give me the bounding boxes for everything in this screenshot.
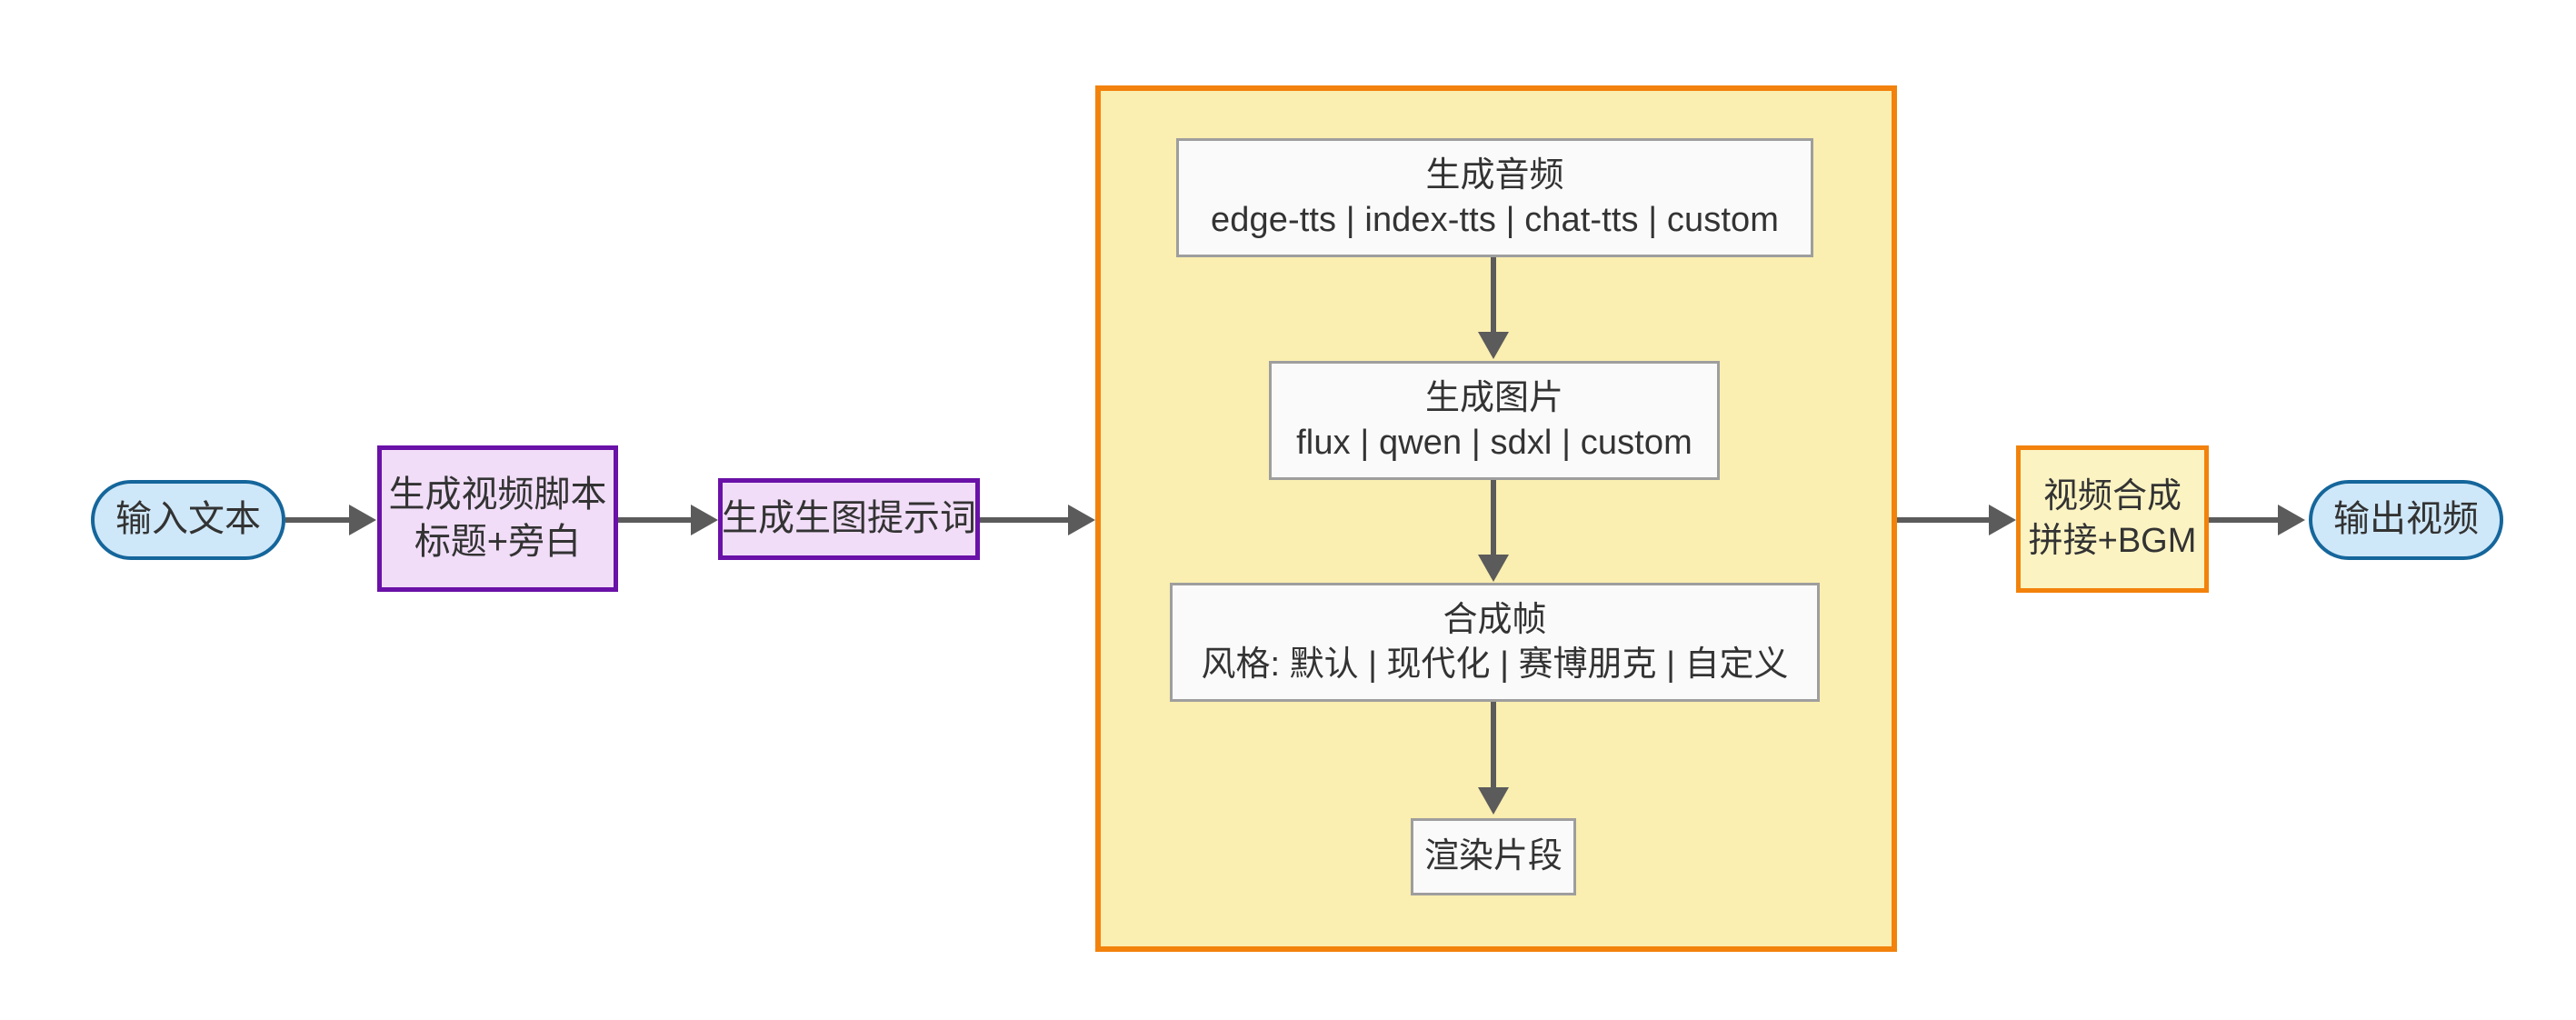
edge-audio-to-image	[1491, 257, 1496, 335]
node-gen-image[interactable]: 生成图片 flux | qwen | sdxl | custom	[1269, 361, 1720, 480]
node-gen-audio-line1: 生成音频	[1425, 155, 1564, 195]
node-video-merge-line2: 拼接+BGM	[2028, 522, 2197, 560]
edge-image-to-frame-arrowhead	[1478, 555, 1509, 582]
edge-group-to-merge	[1897, 517, 1995, 523]
edge-prompt-to-group-arrowhead	[1068, 505, 1095, 535]
edge-merge-to-output	[2209, 517, 2281, 523]
edge-script-to-prompt	[618, 517, 693, 523]
edge-prompt-to-group	[980, 517, 1075, 523]
node-video-merge-line1: 视频合成	[2042, 477, 2182, 516]
node-render-clip[interactable]: 渲染片段	[1411, 818, 1576, 895]
node-gen-prompt[interactable]: 生成生图提示词	[718, 478, 980, 560]
node-gen-image-line1: 生成图片	[1424, 378, 1563, 417]
edge-audio-to-image-arrowhead	[1478, 332, 1509, 359]
node-gen-script-line2: 标题+旁白	[414, 521, 582, 562]
node-gen-audio-line2: edge-tts | index-tts | chat-tts | custom	[1211, 200, 1779, 239]
node-input-text[interactable]: 输入文本	[91, 480, 285, 560]
edge-frame-to-render-arrowhead	[1478, 787, 1509, 815]
node-gen-script-line1: 生成视频脚本	[388, 475, 607, 515]
edge-input-to-script-arrowhead	[349, 505, 376, 535]
node-output-video[interactable]: 输出视频	[2309, 480, 2503, 560]
node-gen-image-line2: flux | qwen | sdxl | custom	[1296, 423, 1692, 462]
node-compose-frame[interactable]: 合成帧 风格: 默认 | 现代化 | 赛博朋克 | 自定义	[1170, 583, 1820, 702]
edge-merge-to-output-arrowhead	[2278, 505, 2305, 535]
node-compose-frame-line1: 合成帧	[1443, 600, 1547, 639]
node-output-video-label: 输出视频	[2333, 499, 2479, 540]
node-compose-frame-line2: 风格: 默认 | 现代化 | 赛博朋克 | 自定义	[1201, 645, 1789, 684]
node-render-clip-label: 渲染片段	[1423, 837, 1563, 876]
node-video-merge[interactable]: 视频合成 拼接+BGM	[2016, 445, 2209, 593]
edge-frame-to-render	[1491, 702, 1496, 789]
edge-script-to-prompt-arrowhead	[691, 505, 718, 535]
edge-image-to-frame	[1491, 480, 1496, 558]
node-gen-prompt-label: 生成生图提示词	[722, 498, 976, 539]
node-input-text-label: 输入文本	[115, 499, 261, 540]
edge-group-to-merge-arrowhead	[1989, 505, 2016, 535]
node-gen-script[interactable]: 生成视频脚本 标题+旁白	[377, 445, 618, 592]
node-gen-audio[interactable]: 生成音频 edge-tts | index-tts | chat-tts | c…	[1176, 138, 1813, 257]
edge-input-to-script	[285, 517, 351, 523]
